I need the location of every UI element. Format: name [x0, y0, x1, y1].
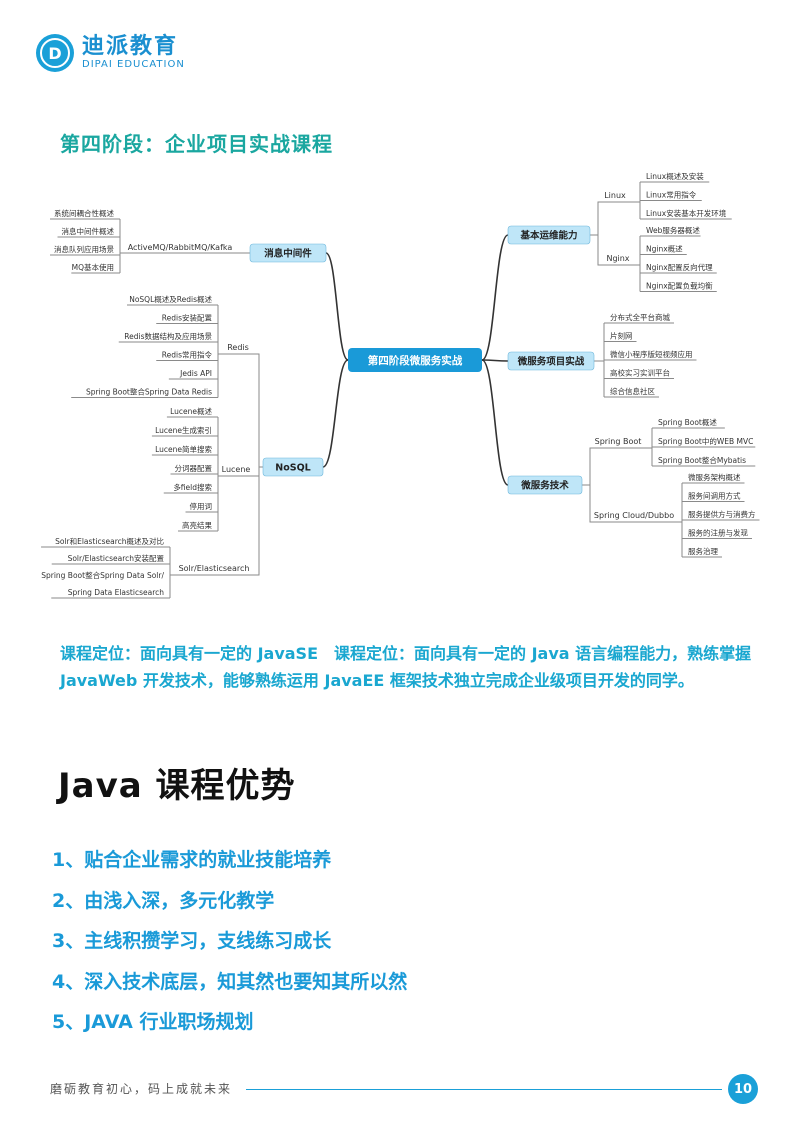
leaf-label: MQ基本使用 — [72, 262, 114, 272]
connector-line — [590, 201, 640, 236]
footer: 磨砺教育初心，码上成就未来 10 — [0, 1072, 800, 1108]
advantages-title: Java 课程优势 — [58, 766, 296, 806]
mind-map: 第四阶段微服务实战 ActiveMQ/RabbitMQ/Kafka 系统间耦合性概述… — [41, 171, 760, 599]
leaf-label: Nginx配置反向代理 — [646, 262, 713, 272]
group-label: ActiveMQ/RabbitMQ/Kafka — [128, 243, 233, 252]
advantage-item: 5、JAVA 行业职场规划 — [52, 1011, 254, 1033]
branch-node — [507, 225, 591, 245]
branch-node-label: NoSQL — [275, 463, 310, 474]
leaf-label: Redis常用指令 — [162, 350, 213, 360]
leaf-label: Redis数据结构及应用场景 — [124, 331, 212, 341]
connector-line — [481, 359, 509, 486]
leaf-label: Spring Boot概述 — [658, 417, 717, 427]
leaf-label: Web服务器概述 — [646, 225, 700, 235]
connector-line — [325, 252, 349, 361]
group-label: Spring Cloud/Dubbo — [594, 511, 674, 520]
leaf-label: Linux安装基本开发环境 — [646, 208, 727, 218]
advantage-item: 2、由浅入深，多元化教学 — [52, 889, 275, 912]
connector-line — [218, 353, 263, 468]
group-label: Linux — [604, 191, 626, 200]
leaf-label: 微服务架构概述 — [688, 472, 741, 482]
branch-node-label: 微服务技术 — [520, 480, 569, 492]
leaf-label: Spring Boot整合Spring Data Solr/ — [41, 570, 164, 580]
leaf-label: 服务治理 — [688, 546, 718, 556]
leaf-label: Redis安装配置 — [162, 313, 213, 323]
leaf-label: 多field搜索 — [173, 482, 212, 492]
leaf-label: 高亮结果 — [182, 520, 212, 530]
center-node-label: 第四阶段微服务实战 — [368, 354, 463, 367]
branch-node — [262, 457, 324, 477]
connector-line — [170, 466, 263, 576]
group-label: Nginx — [606, 254, 629, 263]
leaf-label: Lucene生成索引 — [155, 425, 212, 435]
leaf-label: Spring Data Elasticsearch — [68, 588, 165, 597]
leaf-label: 服务间调用方式 — [688, 491, 741, 501]
leaf-label: 分布式全平台商城 — [610, 312, 670, 322]
connector-line — [582, 484, 682, 523]
leaf-label: 分词器配置 — [175, 464, 213, 473]
logo-emblem-icon: D — [36, 34, 74, 72]
footer-slogan: 磨砺教育初心，码上成就未来 — [50, 1082, 233, 1096]
leaf-label: 系统间耦合性概述 — [54, 208, 114, 218]
brand-logo: D 迪派教育 DIPAI EDUCATION — [36, 34, 185, 72]
leaf-label: Solr和Elasticsearch概述及对比 — [55, 536, 164, 546]
leaf-label: 服务的注册与发现 — [688, 528, 748, 538]
center-node — [348, 348, 482, 372]
group-label: Redis — [227, 343, 249, 352]
connector-line — [481, 359, 509, 362]
leaf-label: 服务提供方与消费方 — [688, 509, 756, 519]
branch-node — [507, 351, 595, 371]
leaf-label: Solr/Elasticsearch安装配置 — [68, 553, 165, 563]
branch-node — [249, 243, 327, 263]
connector-line — [582, 447, 652, 486]
brand-name-en: DIPAI EDUCATION — [82, 59, 185, 70]
advantage-item: 4、深入技术底层，知其然也要知其所以然 — [52, 970, 408, 993]
leaf-label: Linux概述及安装 — [646, 171, 704, 181]
advantage-item: 3、主线积攒学习，支线练习成长 — [52, 930, 332, 952]
leaf-label: Spring Boot中的WEB MVC — [658, 436, 753, 446]
leaf-label: 消息队列应用场景 — [54, 244, 114, 254]
leaf-label: 片刻网 — [610, 331, 633, 341]
course-positioning: 课程定位：面向具有一定的 JavaSE 课程定位：面向具有一定的 Java 语言… — [60, 644, 752, 690]
leaf-label: Linux常用指令 — [646, 190, 697, 200]
advantages-list: 1、贴合企业需求的就业技能培养 2、由浅入深，多元化教学 3、主线积攒学习，支线练习… — [52, 848, 407, 1051]
leaf-label: 高校实习实训平台 — [610, 368, 670, 378]
stage-title: 第四阶段：企业项目实战课程 — [60, 132, 333, 156]
leaf-label: Nginx配置负载均衡 — [646, 281, 713, 291]
leaf-label: 消息中间件概述 — [62, 226, 115, 236]
page-number: 10 — [728, 1074, 758, 1104]
leaf-label: 停用词 — [190, 501, 213, 511]
branch-node-label: 消息中间件 — [264, 248, 312, 260]
brand-name-cn: 迪派教育 — [82, 34, 179, 59]
group-label: Spring Boot — [595, 437, 642, 446]
leaf-label: Spring Boot整合Spring Data Redis — [86, 387, 212, 397]
branch-node — [507, 475, 583, 495]
leaf-label: Spring Boot整合Mybatis — [658, 455, 746, 465]
advantage-item: 1、贴合企业需求的就业技能培养 — [52, 849, 332, 871]
leaf-label: NoSQL概述及Redis概述 — [129, 294, 212, 304]
leaf-label: 综合信息社区 — [610, 386, 655, 396]
leaf-label: Lucene概述 — [170, 406, 212, 416]
branch-node-label: 微服务项目实战 — [517, 356, 585, 368]
connector-line — [590, 234, 640, 266]
leaf-label: Lucene简单搜索 — [155, 444, 212, 454]
leaf-label: 微信小程序版短视频应用 — [610, 349, 693, 359]
footer-divider — [246, 1089, 722, 1090]
branch-node-label: 基本运维能力 — [519, 230, 577, 242]
connector-line — [481, 234, 509, 361]
group-label: Solr/Elasticsearch — [179, 564, 250, 573]
group-label: Lucene — [222, 465, 251, 474]
leaf-label: Nginx概述 — [646, 244, 683, 254]
connector-line — [322, 359, 349, 468]
leaf-label: Jedis API — [179, 369, 212, 378]
